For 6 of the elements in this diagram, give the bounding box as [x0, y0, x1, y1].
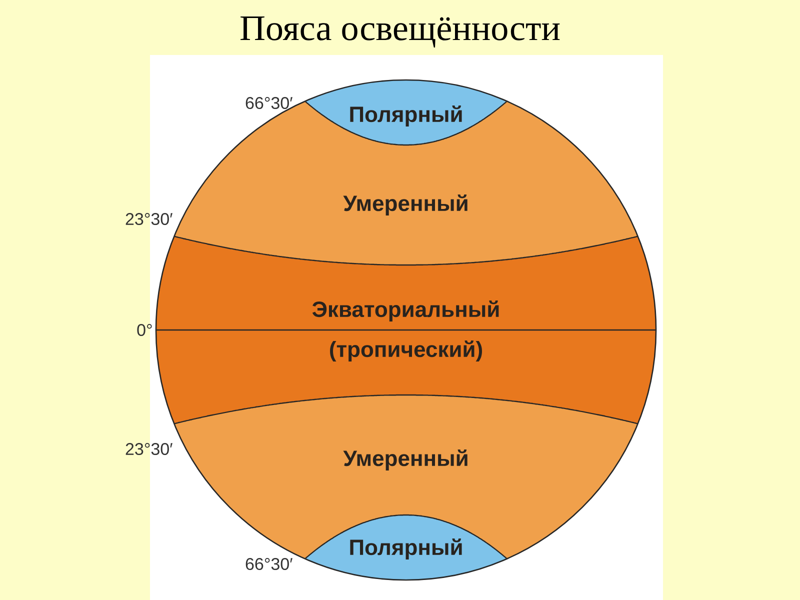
zone-band: Полярный	[306, 515, 506, 580]
latitude-label: 23°30′	[126, 442, 172, 456]
latitude-label: 66°30′	[246, 558, 292, 570]
title: Пояса освещённости	[240, 16, 560, 48]
zone-band: Экваториальный (тропический)	[156, 236, 656, 424]
latitude-label: 23°30′	[126, 212, 172, 226]
